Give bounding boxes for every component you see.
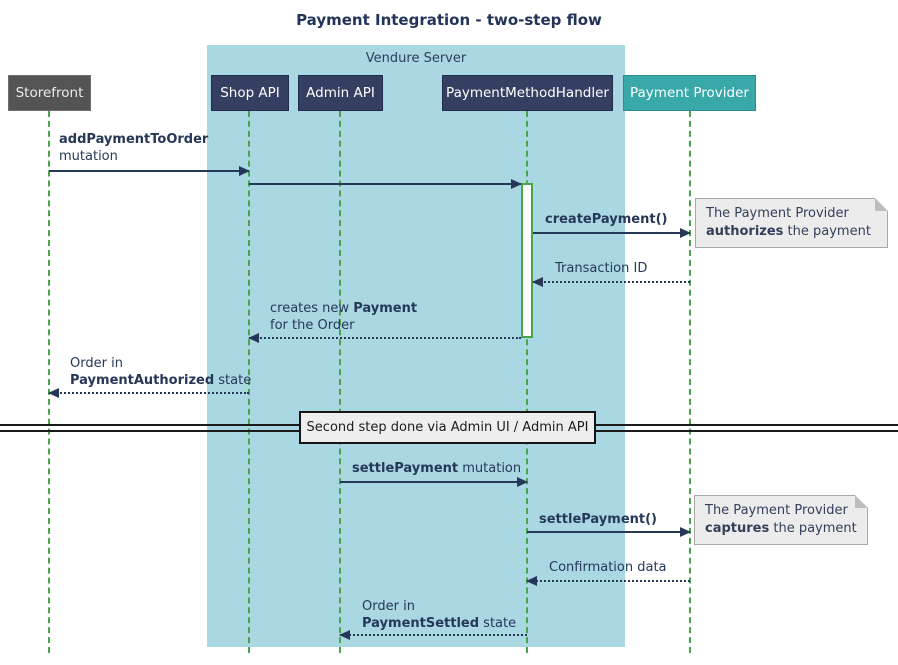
message-arrow-create-payment (533, 228, 691, 238)
lifeline-payment-method-handler (526, 111, 528, 653)
message-label-create-payment: createPayment() (545, 212, 668, 227)
divider-label-box: Second step done via Admin UI / Admin AP… (299, 411, 596, 444)
lifeline-shop-api (248, 111, 250, 653)
arrowhead-right-icon (239, 166, 250, 176)
arrowhead-right-icon (680, 527, 691, 537)
message-label-transaction-id: Transaction ID (555, 261, 648, 276)
message-label-settle-payment-call: settlePayment() (539, 512, 657, 527)
arrowhead-right-icon (517, 477, 528, 487)
message-arrow-payment-authorized (48, 388, 249, 398)
message-label-payment-settled: Order in PaymentSettled state (362, 599, 517, 631)
arrowhead-right-icon (511, 179, 522, 189)
arrowhead-left-icon (532, 277, 543, 287)
vendure-server-frame (207, 45, 625, 647)
arrowhead-left-icon (526, 576, 537, 586)
message-arrow-add-payment-to-order (49, 166, 250, 176)
arrowhead-left-icon (248, 333, 259, 343)
arrowhead-left-icon (48, 388, 59, 398)
diagram-title: Payment Integration - two-step flow (296, 11, 602, 29)
arrowhead-left-icon (339, 630, 350, 640)
message-arrow-confirmation-data (526, 576, 690, 586)
message-arrow-shop-to-handler (249, 179, 522, 189)
message-arrow-creates-payment (248, 333, 521, 343)
note-captures-payment: The Payment Provider captures the paymen… (694, 495, 868, 545)
message-label-creates-payment: creates new Payment for the Order (270, 301, 418, 333)
message-arrow-settle-payment-call (527, 527, 691, 537)
message-arrow-transaction-id (532, 277, 690, 287)
lifeline-payment-provider (689, 111, 691, 653)
participant-admin-api: Admin API (298, 75, 383, 111)
message-arrow-payment-settled (339, 630, 527, 640)
participant-payment-method-handler: PaymentMethodHandler (442, 75, 613, 111)
message-label-settle-payment-mutation: settlePayment mutation (352, 461, 522, 476)
activation-bar-payment-method-handler (521, 183, 533, 338)
message-label-add-payment-to-order: addPaymentToOrder mutation (59, 132, 209, 164)
note-authorizes-payment: The Payment Provider authorizes the paym… (695, 198, 888, 248)
divider-label: Second step done via Admin UI / Admin AP… (306, 420, 589, 435)
arrowhead-right-icon (680, 228, 691, 238)
participant-payment-provider: Payment Provider (623, 75, 756, 111)
lifeline-storefront (48, 111, 50, 653)
participant-storefront: Storefront (8, 75, 91, 111)
lifeline-admin-api (339, 111, 341, 653)
message-label-payment-authorized: Order in PaymentAuthorized state (70, 356, 252, 388)
message-arrow-settle-payment-mutation (340, 477, 528, 487)
message-label-confirmation-data: Confirmation data (549, 560, 667, 575)
vendure-server-frame-label: Vendure Server (365, 51, 467, 66)
participant-shop-api: Shop API (211, 75, 289, 111)
